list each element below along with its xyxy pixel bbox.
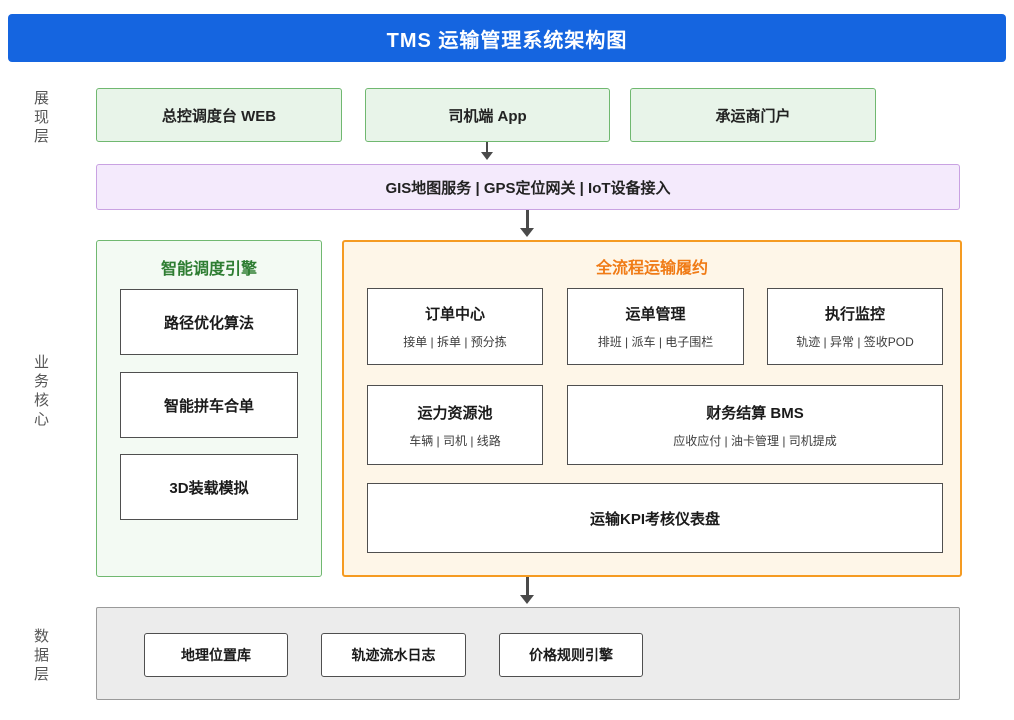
module-finance-settlement-bms: 财务结算 BMS 应收应付 | 油卡管理 | 司机提成 [567,385,943,465]
module-title: 执行监控 [824,306,885,323]
layer-label-data: 数据层 [32,628,49,685]
module-title: 运力资源池 [417,404,493,422]
module-capacity-resource-pool: 运力资源池 车辆 | 司机 | 线路 [367,385,543,465]
node-price-rule-engine: 价格规则引擎 [499,633,643,677]
arrow-down-icon [526,577,529,596]
module-title: 运单管理 [625,306,686,323]
node-dispatch-console-web: 总控调度台 WEB [96,88,342,142]
panel-data-layer: 地理位置库 轨迹流水日志 价格规则引擎 [96,607,960,700]
module-title: 运输KPI考核仪表盘 [589,510,720,528]
module-title: 财务结算 BMS [706,404,804,422]
diagram-title: TMS 运输管理系统架构图 [386,29,628,52]
node-smart-carpool: 智能拼车合单 [120,372,298,438]
module-execution-monitoring: 执行监控 轨迹 | 异常 | 签收POD [767,288,943,365]
node-3d-loading-sim: 3D装载模拟 [120,454,298,520]
arrow-down-icon [486,142,488,153]
panel-title-dispatch-engine: 智能调度引擎 [160,261,257,278]
module-waybill-management: 运单管理 排班 | 派车 | 电子围栏 [567,288,744,365]
layer-label-business-core: 业务核心 [32,354,49,430]
diagram-title-bar: TMS 运输管理系统架构图 [8,14,1006,62]
module-order-center: 订单中心 接单 | 拆单 | 预分拣 [367,288,543,365]
node-trajectory-log: 轨迹流水日志 [321,633,466,677]
node-route-optimization: 路径优化算法 [120,289,298,355]
module-subtitle: 应收应付 | 油卡管理 | 司机提成 [673,433,837,448]
module-subtitle: 排班 | 派车 | 电子围栏 [597,335,714,349]
module-kpi-dashboard: 运输KPI考核仪表盘 [367,483,943,553]
arrow-down-icon [520,595,534,604]
panel-fulfillment: 全流程运输履约 订单中心 接单 | 拆单 | 预分拣 运单管理 排班 | 派车 … [342,240,962,577]
panel-dispatch-engine: 智能调度引擎 路径优化算法 智能拼车合单 3D装载模拟 [96,240,322,577]
panel-title-fulfillment: 全流程运输履约 [595,260,708,277]
arrow-down-icon [520,228,534,237]
arrow-down-icon [526,210,529,229]
module-subtitle: 接单 | 拆单 | 预分拣 [403,335,507,349]
node-gateway-services: GIS地图服务 | GPS定位网关 | IoT设备接入 [96,164,960,210]
module-subtitle: 轨迹 | 异常 | 签收POD [796,335,914,349]
layer-label-presentation: 展现层 [32,90,49,147]
arrow-down-icon [481,152,493,160]
node-driver-app: 司机端 App [365,88,610,142]
module-title: 订单中心 [424,306,485,323]
node-carrier-portal: 承运商门户 [630,88,876,142]
node-geo-location-db: 地理位置库 [144,633,288,677]
module-subtitle: 车辆 | 司机 | 线路 [409,433,501,448]
